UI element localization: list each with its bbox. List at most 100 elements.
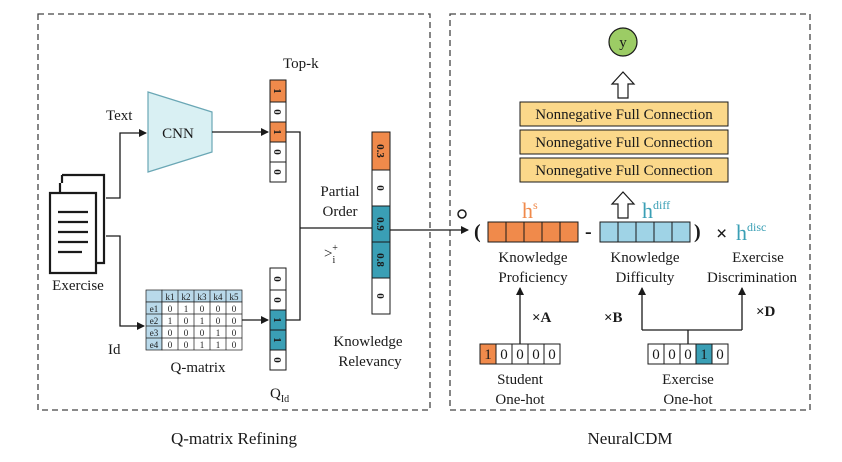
qmatrix-cell: 0 bbox=[216, 316, 221, 326]
qmatrix-row-header: e2 bbox=[150, 316, 159, 326]
hdiff-sup: diff bbox=[653, 198, 670, 212]
student-cell: 0 bbox=[500, 347, 508, 363]
left-panel-border bbox=[37, 13, 431, 411]
text-label: Text bbox=[106, 108, 133, 124]
qmatrix-cell: 1 bbox=[168, 316, 173, 326]
student-cell: 0 bbox=[532, 347, 540, 363]
exercise-onehot-label-1: Exercise bbox=[662, 372, 714, 388]
close-paren: ) bbox=[694, 221, 701, 243]
output-node bbox=[608, 27, 638, 57]
exercise-cell: 0 bbox=[684, 347, 692, 363]
exercise-cell: 0 bbox=[716, 347, 724, 363]
qmatrix-cell: 1 bbox=[184, 304, 189, 314]
student-cell: 1 bbox=[484, 347, 492, 363]
q-id-label: QId bbox=[270, 386, 289, 405]
fc-layer bbox=[519, 101, 729, 127]
exercise-branch-lines bbox=[642, 329, 742, 344]
q-id-vector: 0 0 1 1 0 bbox=[269, 267, 287, 371]
exercise-cell: 1 bbox=[700, 347, 708, 363]
qmatrix-row-header: e1 bbox=[150, 304, 159, 314]
qmatrix-cell: 0 bbox=[200, 328, 205, 338]
student-one-hot: 1 0 0 0 0 bbox=[479, 343, 561, 365]
discrimination-label-2: Discrimination bbox=[707, 270, 797, 286]
text-branch-arrow bbox=[106, 129, 147, 199]
qmatrix-row-header: e3 bbox=[150, 328, 159, 338]
qid-cell: 1 bbox=[271, 317, 283, 323]
qmatrix-col-header: k5 bbox=[230, 292, 240, 302]
qmatrix-cell: 0 bbox=[200, 304, 205, 314]
qmatrix-cell: 0 bbox=[232, 316, 237, 326]
qmatrix-cell: 0 bbox=[168, 340, 173, 350]
merge-lines bbox=[286, 131, 372, 321]
qmatrix-cell: 0 bbox=[184, 316, 189, 326]
discrimination-label-1: Exercise bbox=[732, 250, 784, 266]
qmatrix-cell: 0 bbox=[232, 340, 237, 350]
hdiff-main: h bbox=[642, 198, 653, 223]
hdisc-sup: disc bbox=[747, 220, 766, 234]
student-cell: 0 bbox=[516, 347, 524, 363]
q-id-main: Q bbox=[270, 386, 281, 402]
relevancy-cell: 0.3 bbox=[374, 144, 386, 158]
difficulty-vector bbox=[599, 221, 691, 243]
qid-cell: 0 bbox=[271, 276, 283, 282]
topk-cell: 0 bbox=[271, 109, 283, 115]
open-paren: ( bbox=[474, 221, 481, 243]
topk-cell: 0 bbox=[271, 169, 283, 175]
fc-layer bbox=[519, 129, 729, 155]
order-symbol-main: > bbox=[324, 246, 332, 262]
cnn-block bbox=[147, 91, 213, 173]
topk-cell: 1 bbox=[271, 88, 283, 94]
exercise-cell: 0 bbox=[652, 347, 660, 363]
qmatrix-cell: 0 bbox=[232, 304, 237, 314]
fc-layer bbox=[519, 157, 729, 183]
q-matrix-table: k1 k2 k3 k4 k5 e1 e2 e3 e4 0 1 0 0 0 1 0… bbox=[145, 289, 243, 351]
relevancy-cell: 0 bbox=[374, 293, 386, 299]
times-sign: × bbox=[716, 223, 727, 245]
hollow-up-arrow-bottom bbox=[610, 191, 636, 219]
id-branch-arrow bbox=[106, 235, 145, 330]
left-panel-caption: Q-matrix Refining bbox=[171, 429, 298, 448]
difficulty-label-2: Difficulty bbox=[616, 270, 675, 286]
qmatrix-cell: 1 bbox=[200, 316, 205, 326]
xA-text: ×A bbox=[532, 310, 552, 326]
qmatrix-cell: 0 bbox=[168, 328, 173, 338]
fc-layer-label: Nonnegative Full Connection bbox=[535, 163, 713, 179]
xB-text: ×B bbox=[604, 310, 623, 326]
topk-cell: 0 bbox=[271, 149, 283, 155]
relevancy-cell: 0.8 bbox=[374, 253, 386, 267]
qid-cell: 1 bbox=[271, 337, 283, 343]
qmatrix-cell: 0 bbox=[184, 340, 189, 350]
cnn-label: CNN bbox=[162, 126, 194, 142]
exercise-one-hot: 0 0 0 1 0 bbox=[647, 343, 729, 365]
exercise-onehot-label-2: One-hot bbox=[663, 392, 713, 408]
hs-main: h bbox=[522, 198, 533, 223]
proficiency-vector bbox=[487, 221, 579, 243]
qmatrix-col-header: k3 bbox=[198, 292, 208, 302]
qmatrix-col-header: k4 bbox=[214, 292, 224, 302]
qmatrix-cell: 0 bbox=[216, 304, 221, 314]
hdisc-main: h bbox=[736, 220, 747, 245]
topk-vector: 1 0 1 0 0 bbox=[269, 79, 287, 183]
relevancy-cell: 0 bbox=[374, 185, 386, 191]
fc-layer-label: Nonnegative Full Connection bbox=[535, 107, 713, 123]
qmatrix-row-header: e4 bbox=[150, 340, 159, 350]
order-symbol-sub: i bbox=[332, 255, 335, 266]
fc-layer-label: Nonnegative Full Connection bbox=[535, 135, 713, 151]
qmatrix-col-header: k2 bbox=[182, 292, 191, 302]
hadamard-circle bbox=[457, 209, 467, 219]
difficulty-label-1: Knowledge bbox=[610, 250, 679, 266]
hdisc-label: hdisc bbox=[736, 220, 766, 245]
hdiff-label: hdiff bbox=[642, 198, 670, 223]
student-label-2: One-hot bbox=[495, 392, 545, 408]
proficiency-label-2: Proficiency bbox=[498, 270, 568, 286]
document-icon bbox=[48, 173, 106, 275]
topk-label: Top-k bbox=[283, 56, 319, 72]
qmatrix-cell: 1 bbox=[216, 340, 221, 350]
right-panel-caption: NeuralCDM bbox=[588, 429, 673, 448]
qmatrix-cell: 0 bbox=[168, 304, 173, 314]
qid-cell: 0 bbox=[271, 357, 283, 363]
student-cell: 0 bbox=[548, 347, 556, 363]
xA-label: ×A bbox=[532, 310, 552, 326]
qmatrix-cell: 0 bbox=[232, 328, 237, 338]
